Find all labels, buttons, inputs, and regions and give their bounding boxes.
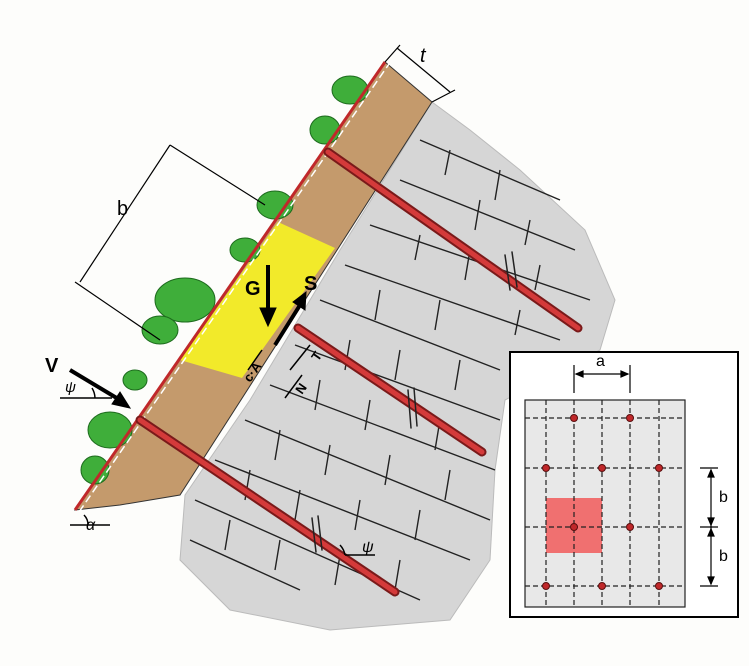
dimension-t	[384, 44, 456, 103]
label-psi-bottom: ψ	[362, 539, 374, 556]
label-a: a	[596, 353, 605, 370]
facing-dash	[78, 63, 390, 513]
anchors	[135, 147, 583, 597]
label-t: t	[420, 45, 427, 67]
label-b: b	[117, 198, 128, 220]
force-arrows	[68, 265, 307, 409]
anchor-grid-inset: a b b	[509, 351, 739, 618]
angle-marks	[60, 344, 375, 556]
label-b-2: b	[719, 548, 728, 565]
label-G: G	[245, 278, 261, 300]
label-psi-top: ψ	[65, 379, 76, 396]
label-b-1: b	[719, 489, 728, 506]
label-alpha: α	[86, 517, 96, 534]
rock-joints	[189, 139, 591, 601]
soil-slice-highlight	[180, 222, 335, 378]
label-V: V	[45, 355, 59, 377]
dimension-b	[74, 144, 266, 341]
label-S: S	[304, 273, 317, 295]
facing-line	[73, 61, 387, 511]
